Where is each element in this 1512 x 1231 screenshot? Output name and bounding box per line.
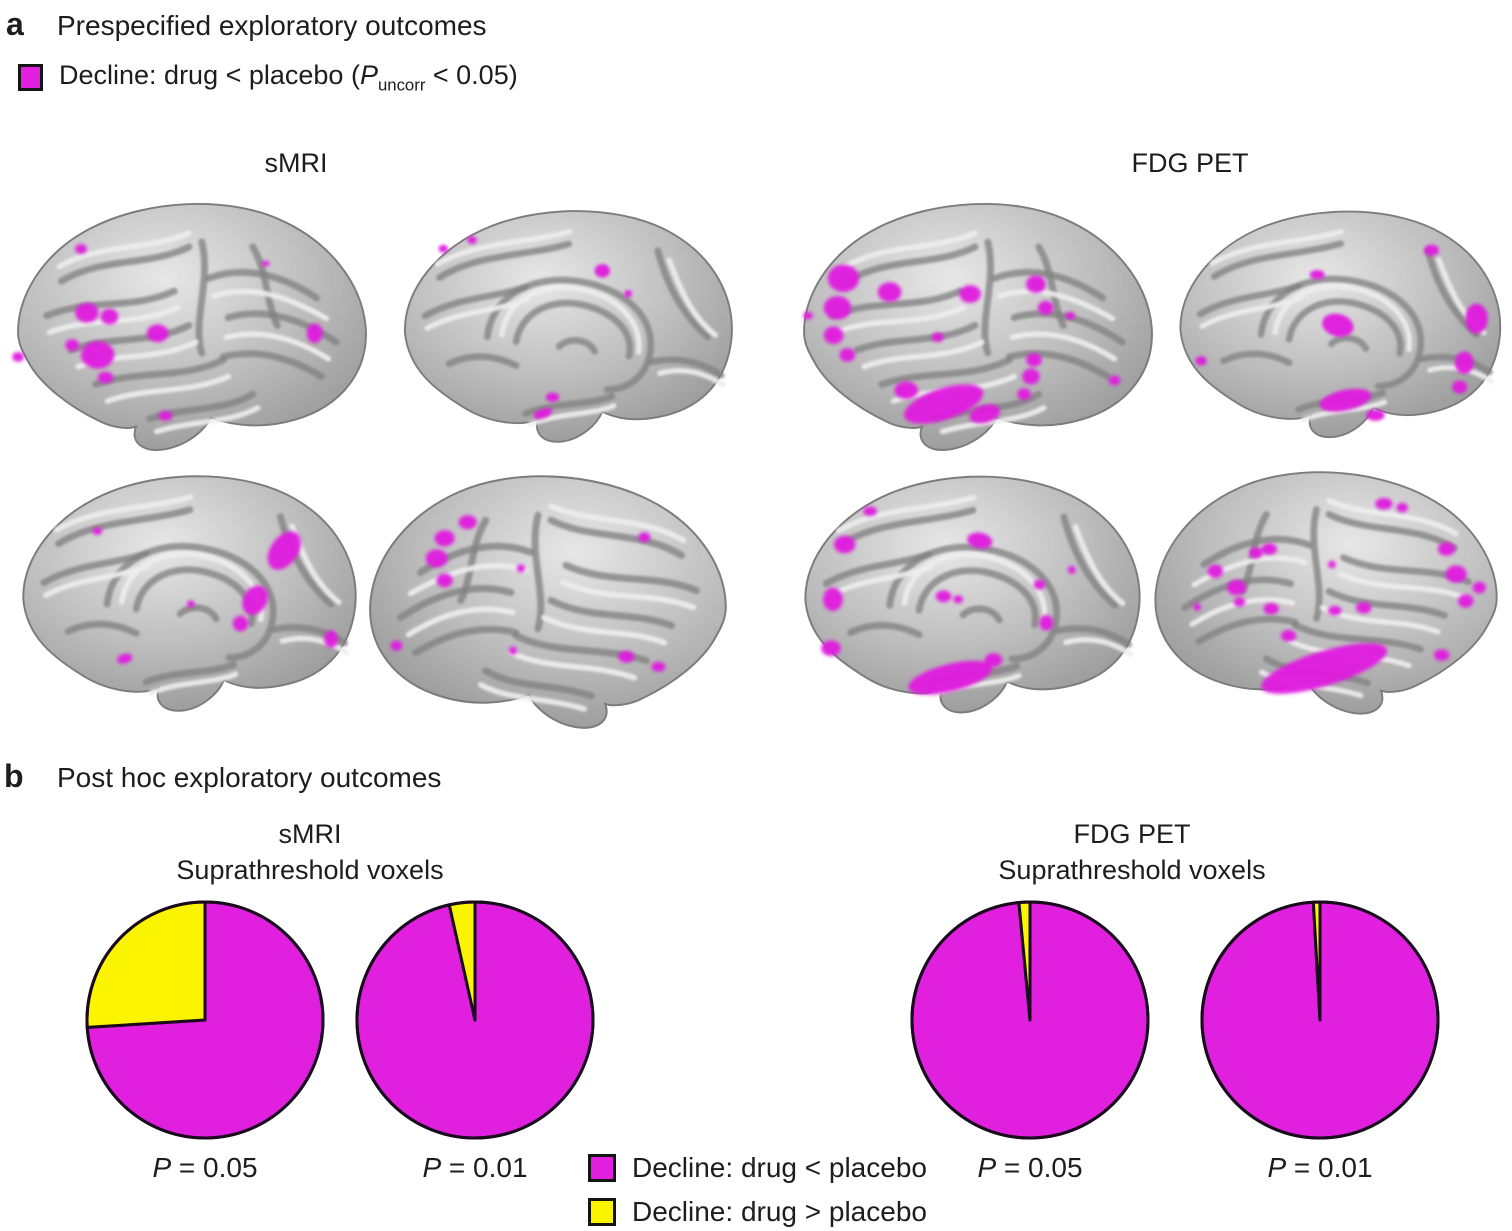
group-label-smri: sMRI — [264, 148, 328, 178]
pie-rim — [355, 900, 595, 1140]
pie-fdgpet-p005 — [907, 897, 1153, 1143]
pie-group-title-fdgpet-sub: Suprathreshold voxels — [998, 855, 1266, 886]
yellow-swatch — [588, 1198, 616, 1226]
panel-a-letter: a — [6, 6, 24, 42]
pie-fdgpet-p001 — [1197, 897, 1443, 1143]
panel-b-letter: b — [4, 758, 24, 794]
legend-row-decline-less: Decline: drug < placebo — [588, 1152, 927, 1184]
pie-group-title-smri: sMRI Suprathreshold voxels — [100, 816, 520, 889]
panel-b-title: Post hoc exploratory outcomes — [57, 762, 442, 793]
brain-fdgpet-lateral-left — [788, 188, 1162, 458]
legend-label: Decline: drug > placebo — [632, 1196, 927, 1227]
brain-smri-lateral-right — [358, 460, 744, 736]
pie-rim — [910, 900, 1150, 1140]
pie-label-smri-p005: P = 0.05 — [152, 1152, 258, 1183]
pie-group-title-fdgpet: FDG PET Suprathreshold voxels — [922, 816, 1342, 889]
legend-label: Decline: drug < placebo — [632, 1152, 927, 1183]
group-label-fdgpet: FDG PET — [1131, 148, 1249, 178]
pie-group-title-fdgpet-main: FDG PET — [1073, 819, 1191, 849]
pie-group-title-smri-main: sMRI — [278, 819, 342, 849]
pie-label-fdgpet-p001: P = 0.01 — [1267, 1152, 1373, 1183]
magenta-swatch — [18, 64, 43, 92]
brain-smri-lateral-left — [12, 188, 376, 458]
pie-label-smri-p001: P = 0.01 — [422, 1152, 528, 1183]
brain-fdgpet-lateral-right — [1146, 450, 1512, 728]
panel-a-legend: Decline: drug < placebo (Puncorr < 0.05) — [18, 60, 518, 95]
brain-fdgpet-medial-bottom — [782, 456, 1154, 726]
brain-smri-medial-bottom — [0, 456, 370, 724]
pie-slice — [85, 900, 207, 1029]
brain-fdgpet-medial-top — [1158, 190, 1512, 452]
pie-smri-p001 — [352, 897, 598, 1143]
brain-smri-medial-top — [382, 190, 746, 456]
pie-rim — [1200, 900, 1440, 1140]
panel-a-title: Prespecified exploratory outcomes — [57, 10, 487, 41]
pie-group-title-smri-sub: Suprathreshold voxels — [176, 855, 444, 886]
pie-smri-p005 — [82, 897, 328, 1143]
panel-a-legend-text: Decline: drug < placebo (Puncorr < 0.05) — [59, 60, 518, 95]
magenta-swatch — [588, 1154, 616, 1182]
pie-label-fdgpet-p005: P = 0.05 — [977, 1152, 1083, 1183]
pie-rim — [85, 900, 325, 1140]
legend-row-decline-greater: Decline: drug > placebo — [588, 1196, 927, 1228]
panel-b-legend: Decline: drug < placebo Decline: drug > … — [588, 1152, 927, 1228]
